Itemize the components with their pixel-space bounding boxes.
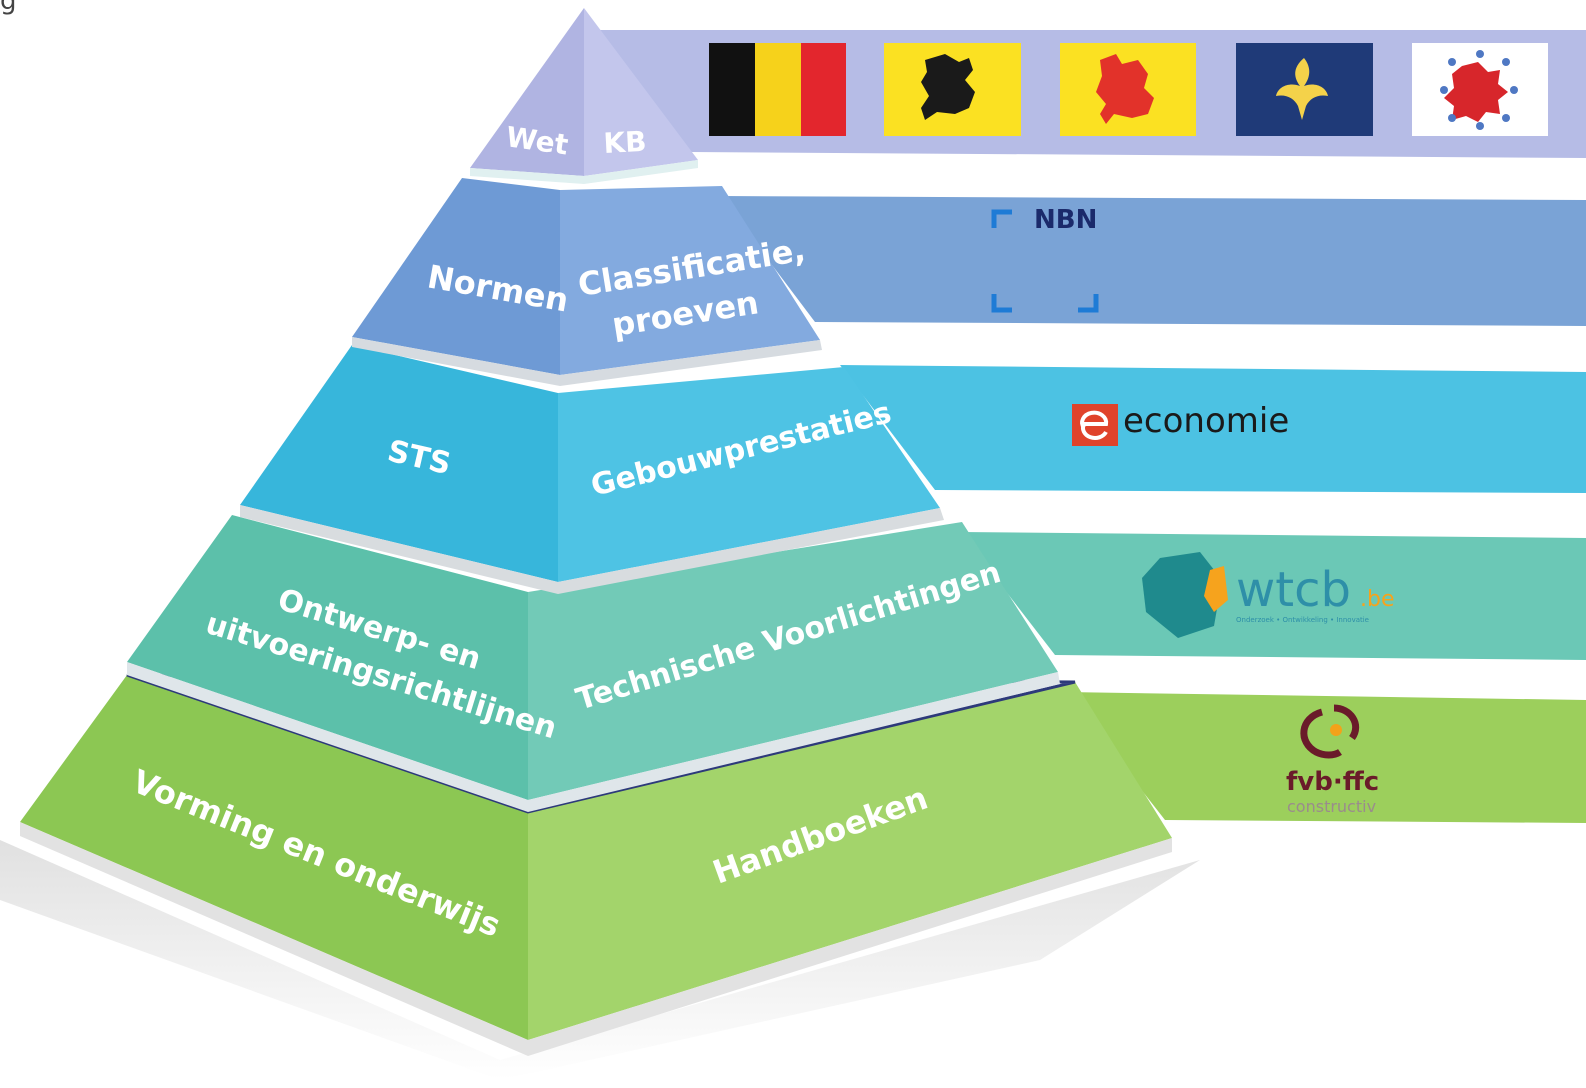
nbn-logo-text: NBN	[1034, 205, 1097, 235]
wtcb-logo: wtcb .be Onderzoek • Ontwikkeling • Inno…	[1142, 552, 1395, 638]
fvb-logo-text: fvb·ffc	[1286, 767, 1379, 797]
corner-text: g	[0, 0, 17, 16]
fvb-logo: fvb·ffc constructiv	[1286, 704, 1379, 816]
german-community-flag	[1412, 43, 1548, 136]
tier-4	[127, 515, 1060, 812]
wtcb-logo-tagline: Onderzoek • Ontwikkeling • Innovatie	[1236, 616, 1369, 624]
wtcb-band	[960, 532, 1586, 660]
nbn-logo: NBN	[991, 205, 1099, 313]
economie-logo-text: economie	[1123, 401, 1289, 441]
belgium-flag	[709, 43, 846, 136]
economie-logo: economie	[1072, 401, 1289, 446]
wtcb-logo-text: wtcb	[1236, 562, 1351, 618]
flanders-flag	[884, 43, 1021, 136]
wtcb-logo-suffix: .be	[1360, 587, 1395, 612]
tier-2	[352, 178, 822, 386]
tier-3	[240, 345, 944, 594]
brussels-flag	[1236, 43, 1373, 136]
economie-band	[840, 365, 1586, 493]
tier-1-right-label: KB	[603, 125, 648, 160]
nbn-band	[720, 196, 1586, 326]
tier-1	[470, 8, 698, 184]
fvb-logo-subtext: constructiv	[1287, 797, 1376, 816]
wallonia-flag	[1060, 43, 1196, 136]
